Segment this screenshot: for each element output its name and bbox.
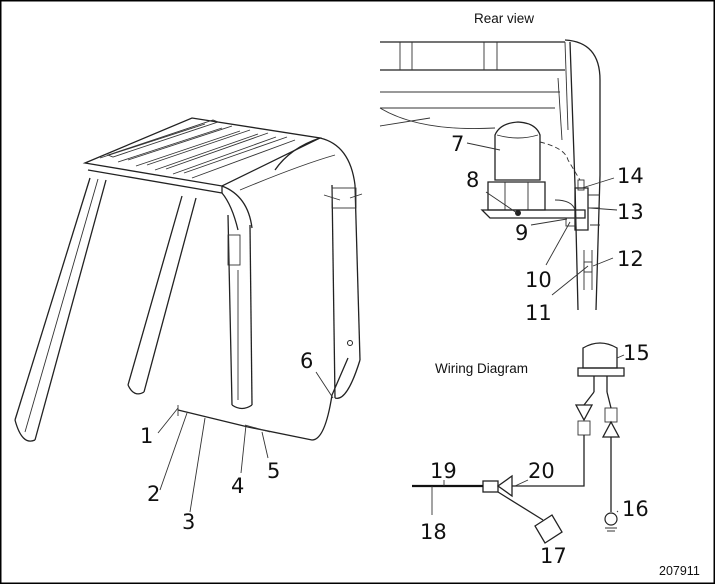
callout-12: 12: [617, 247, 644, 271]
callout-3: 3: [182, 510, 195, 534]
callout-14: 14: [617, 164, 644, 188]
callout-19: 19: [430, 459, 457, 483]
callout-9: 9: [515, 221, 528, 245]
overhead-guard-drawing: [14, 117, 363, 442]
wiring-diagram-drawing: [412, 342, 625, 544]
rear-view-leader-lines: [466, 142, 618, 296]
callout-17: 17: [540, 544, 567, 568]
callout-5: 5: [267, 459, 280, 483]
callout-11: 11: [525, 301, 552, 325]
wiring-leader-lines: [431, 354, 625, 515]
callout-7: 7: [451, 132, 464, 156]
callout-8: 8: [466, 168, 479, 192]
callout-10: 10: [525, 268, 552, 292]
callout-16: 16: [622, 497, 649, 521]
callout-2: 2: [147, 482, 160, 506]
callout-20: 20: [528, 459, 555, 483]
callout-15: 15: [623, 341, 650, 365]
rear-view-title: Rear view: [474, 11, 534, 26]
rear-view-drawing: [379, 39, 601, 311]
wiring-diagram-title: Wiring Diagram: [435, 361, 528, 376]
callout-18: 18: [420, 520, 447, 544]
document-number: 207911: [659, 564, 700, 578]
callout-1: 1: [140, 424, 153, 448]
callout-6: 6: [300, 349, 313, 373]
callout-4: 4: [231, 474, 244, 498]
callout-13: 13: [617, 200, 644, 224]
left-leader-lines: [157, 371, 334, 513]
